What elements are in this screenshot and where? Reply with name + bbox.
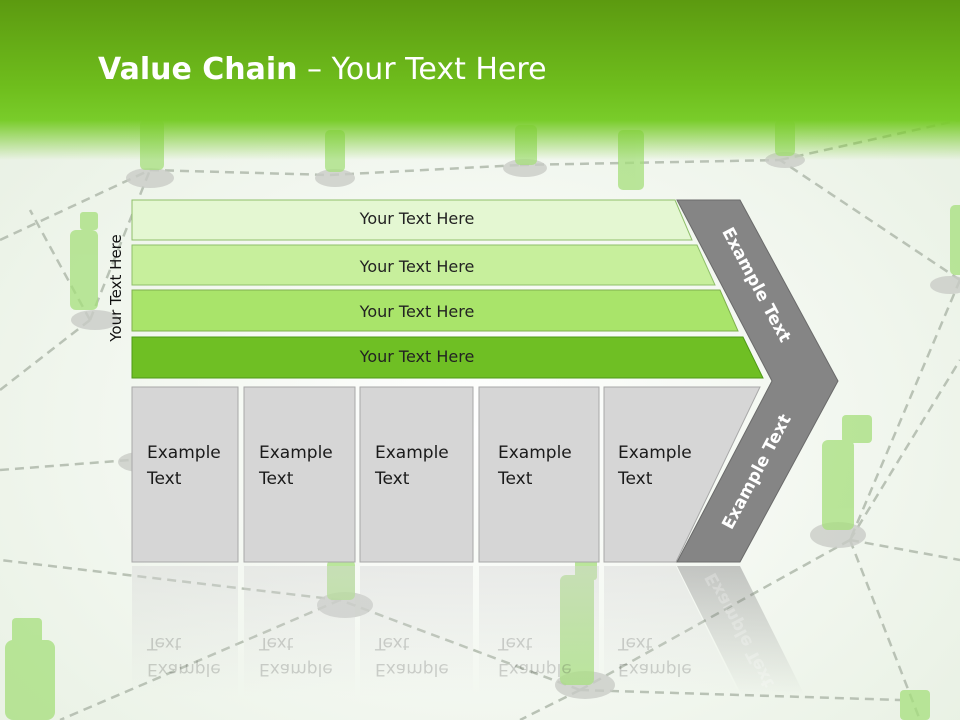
box-4 [478,386,600,563]
box-5 [603,386,761,563]
box-1 [131,386,239,563]
bar-4 [131,336,764,379]
box-2-line2: Text [259,469,294,489]
box-4-refl-line1: Example [498,659,572,679]
box-3-refl-line2: Text [375,633,410,653]
box-1-refl-line1: Example [147,659,221,679]
box-4-line2: Text [498,469,533,489]
bar-1 [131,199,693,241]
arrow-reflection [677,566,805,696]
box-1-reflection [132,566,238,696]
box-5-label: Example Text [618,440,692,492]
bar-2-label: Your Text Here [359,257,475,276]
box-1-line2: Text [147,469,182,489]
box-2-label: Example Text [259,440,333,492]
box-4-label-reflection: Example Text [498,630,572,682]
box-1-label-reflection: Example Text [147,630,221,682]
box-5-line1: Example [618,443,692,463]
box-5-refl-line2: Text [618,633,653,653]
box-4-reflection [479,566,599,696]
box-5-refl-line1: Example [618,659,692,679]
box-3-refl-line1: Example [375,659,449,679]
box-1-line1: Example [147,443,221,463]
box-3-label-reflection: Example Text [375,630,449,682]
bar-3 [131,289,739,332]
bar-3-label: Your Text Here [359,302,475,321]
box-3-line2: Text [375,469,410,489]
box-3-reflection [360,566,473,696]
box-2-reflection [244,566,355,696]
box-2-line1: Example [259,443,333,463]
box-4-label: Example Text [498,440,572,492]
box-5-reflection [604,566,740,696]
box-3-line1: Example [375,443,449,463]
box-2 [243,386,356,563]
box-3-label: Example Text [375,440,449,492]
bar-2 [131,244,716,286]
bar-4-label: Your Text Here [359,347,475,366]
box-2-refl-line1: Example [259,659,333,679]
box-2-refl-line2: Text [259,633,294,653]
box-1-label: Example Text [147,440,221,492]
page-title: Value Chain – Your Text Here [98,52,547,87]
box-4-line1: Example [498,443,572,463]
box-4-refl-line2: Text [498,633,533,653]
box-3 [359,386,474,563]
box-5-line2: Text [618,469,653,489]
box-5-label-reflection: Example Text [618,630,692,682]
chevron-arrow [676,199,839,563]
title-bold: Value Chain [98,52,298,87]
box-1-refl-line2: Text [147,633,182,653]
box-2-label-reflection: Example Text [259,630,333,682]
bar-1-label: Your Text Here [359,209,475,228]
header-band [0,0,960,160]
title-rest: – Your Text Here [297,52,547,87]
